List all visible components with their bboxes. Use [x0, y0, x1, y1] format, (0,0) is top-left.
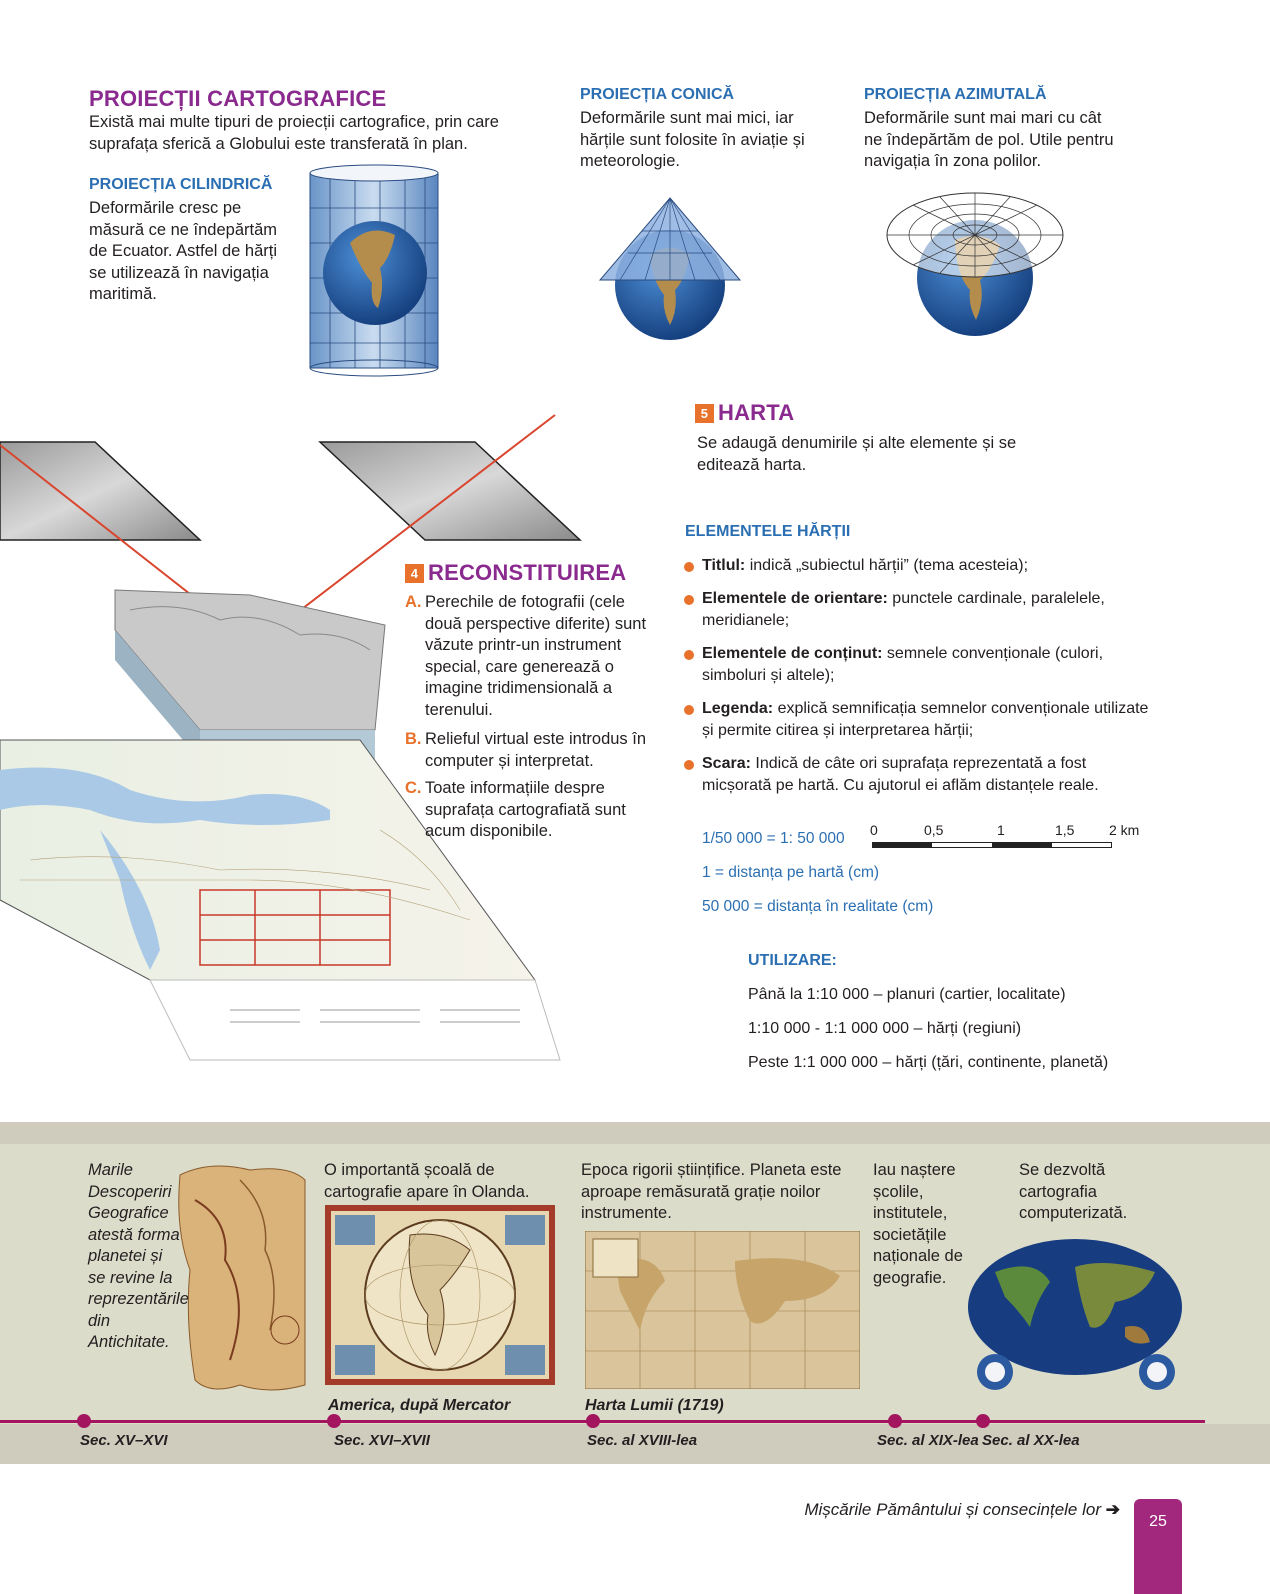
element-item-content: Elementele de conținut: semnele convenți…: [684, 643, 1154, 687]
world-map-1719-image: [585, 1231, 860, 1389]
step4-text-a: Perechile de fotografii (cele două persp…: [425, 593, 647, 719]
azimuthal-text: Deformările sunt mai mari cu cât ne înde…: [864, 109, 1114, 170]
timeline-label-1: Sec. XV–XVI: [80, 1432, 168, 1449]
conic-title: PROIECȚIA CONICĂ: [580, 86, 735, 103]
scale-tick-15: 1,5: [1055, 822, 1075, 838]
scale-line2: 50 000 = distanța în realitate (cm): [702, 898, 934, 915]
element-item-scale: Scara: Indică de câte ori suprafața repr…: [684, 753, 1154, 797]
azimuthal-projection-illustration: [886, 192, 1064, 336]
step4-item-c: C.Toate informațiile despre suprafața ca…: [405, 778, 665, 843]
conic-projection-illustration: [598, 197, 742, 340]
footer-chapter: Mișcările Pământului și consecințele lor…: [700, 1500, 1120, 1520]
timeline-dot-3: [586, 1414, 600, 1428]
scale-tick-2km: 2 km: [1109, 822, 1140, 838]
portolan-map-image: [178, 1165, 306, 1391]
conic-text: Deformările sunt mai mici, iar hărțile s…: [580, 109, 805, 170]
step4-item-b: B.Relieful virtual este introdus în comp…: [405, 729, 665, 772]
mercator-america-image: [325, 1205, 555, 1385]
element-item-legend: Legenda: explică semnificația semnelor c…: [684, 698, 1154, 742]
timeline-band-top: [0, 1122, 1270, 1144]
cylindrical-text: Deformările cresc pe măsură ce ne îndepă…: [89, 199, 278, 303]
timeline-label-4: Sec. al XIX-lea: [877, 1432, 979, 1449]
azimuthal-title: PROIECȚIA AZIMUTALĂ: [864, 86, 1047, 103]
page-number: 25: [1134, 1499, 1182, 1594]
timeline-text-2: O importantă școală de cartografie apare…: [324, 1161, 530, 1201]
cylindrical-title: PROIECȚIA CILINDRICĂ: [89, 176, 273, 193]
scale-bar: 0 0,5 1 1,5 2 km: [870, 822, 1142, 852]
scale-tick-05: 0,5: [924, 822, 944, 838]
scale-line1: 1 = distanța pe hartă (cm): [702, 864, 880, 881]
step4-number: 4: [405, 564, 424, 583]
photogrammetry-illustration: [0, 414, 582, 1061]
scale-tick-0: 0: [870, 822, 878, 838]
scale-ratio: 1/50 000 = 1: 50 000: [702, 830, 845, 847]
timeline-label-2: Sec. XVI–XVII: [334, 1432, 430, 1449]
step4-text-b: Relieful virtual este introdus în comput…: [425, 730, 647, 770]
elements-title: ELEMENTELE HĂRȚII: [685, 523, 851, 540]
caption-mercator: America, după Mercator: [328, 1397, 511, 1414]
scale-tick-1: 1: [997, 822, 1005, 838]
timeline-dot-5: [976, 1414, 990, 1428]
step4-title-text: RECONSTITUIREA: [428, 560, 627, 585]
step4-letter-a: A.: [405, 593, 422, 611]
timeline-label-3: Sec. al XVIII-lea: [587, 1432, 698, 1449]
caption-world-map-1719: Harta Lumii (1719): [585, 1397, 724, 1414]
timeline-dot-2: [327, 1414, 341, 1428]
elements-list: Titlul: indică „subiectul hărții” (tema …: [684, 555, 1154, 808]
timeline-text-5: Se dezvoltă cartografia computerizată.: [1019, 1161, 1128, 1222]
step5-title-text: HARTA: [718, 400, 795, 425]
usage-line-3: Peste 1:1 000 000 – hărți (țări, contine…: [748, 1054, 1109, 1071]
usage-title: UTILIZARE:: [748, 952, 837, 969]
timeline-line: [0, 1420, 1205, 1423]
projections-title: PROIECȚII CARTOGRAFICE: [89, 86, 387, 111]
step5-text: Se adaugă denumirile și alte elemente și…: [697, 434, 1017, 474]
usage-line-2: 1:10 000 - 1:1 000 000 – hărți (regiuni): [748, 1020, 1022, 1037]
timeline-text-1: Marile Descoperiri Geografice atestă for…: [88, 1161, 189, 1351]
timeline-label-5: Sec. al XX-lea: [982, 1432, 1080, 1449]
timeline-band-bottom: [0, 1424, 1270, 1464]
usage-line-1: Până la 1:10 000 – planuri (cartier, loc…: [748, 986, 1066, 1003]
step4-item-a: A.Perechile de fotografii (cele două per…: [405, 592, 665, 721]
timeline-dot-1: [77, 1414, 91, 1428]
element-item-title: Titlul: indică „subiectul hărții” (tema …: [684, 555, 1154, 577]
timeline-text-4: Iau naștere școlile, institutele, societ…: [873, 1161, 963, 1287]
computer-world-map-image: [968, 1239, 1182, 1390]
step4-letter-c: C.: [405, 779, 422, 797]
cylindrical-projection-illustration: [309, 164, 439, 377]
timeline-dot-4: [888, 1414, 902, 1428]
arrow-right-icon: ➔: [1105, 1500, 1120, 1519]
step4-letter-b: B.: [405, 730, 422, 748]
step4-text-c: Toate informațiile despre suprafața cart…: [425, 779, 626, 840]
projections-intro: Există mai multe tipuri de proiecții car…: [89, 113, 499, 153]
footer-chapter-title: Mișcările Pământului și consecințele lor: [804, 1500, 1102, 1519]
step5-number: 5: [695, 404, 714, 423]
timeline-text-3: Epoca rigorii științifice. Planeta este …: [581, 1161, 842, 1222]
element-item-orientation: Elementele de orientare: punctele cardin…: [684, 588, 1154, 632]
